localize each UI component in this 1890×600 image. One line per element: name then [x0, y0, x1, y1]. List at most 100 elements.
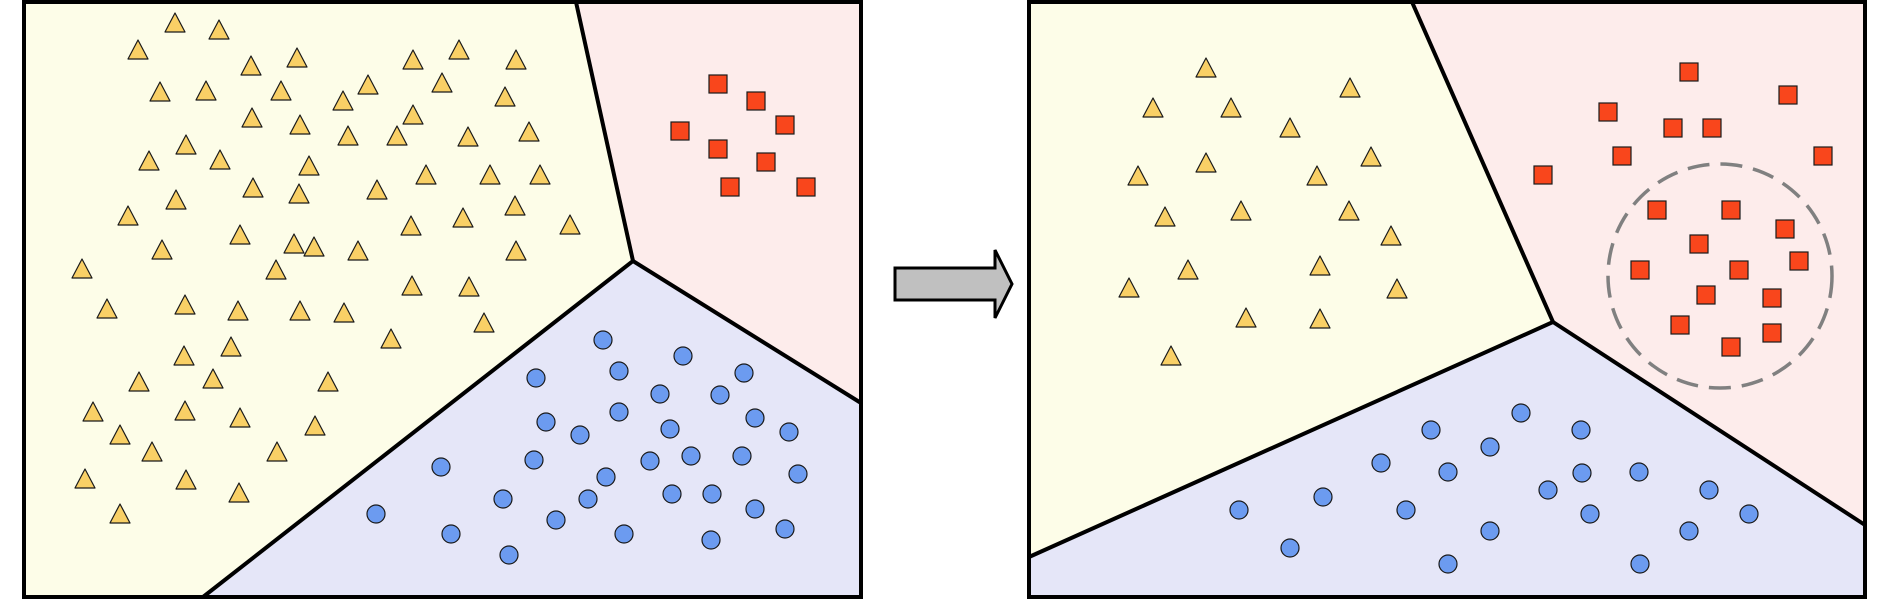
region-triangle-class: [24, 2, 633, 597]
triangle-marker: [402, 49, 424, 70]
triangle-marker: [117, 205, 139, 226]
triangle-marker: [504, 195, 526, 216]
triangle-marker: [288, 183, 310, 204]
circle-marker: [493, 489, 513, 509]
triangle-marker: [228, 482, 250, 503]
triangle-marker: [174, 400, 196, 421]
triangle-marker: [431, 72, 453, 93]
triangle-marker: [227, 300, 249, 321]
circle-marker: [1571, 420, 1591, 440]
square-marker: [1775, 219, 1795, 239]
triangle-marker: [173, 345, 195, 366]
square-marker: [1630, 260, 1650, 280]
square-marker: [1696, 285, 1716, 305]
circle-marker: [536, 412, 556, 432]
triangle-marker: [175, 134, 197, 155]
triangle-marker: [208, 19, 230, 40]
square-markers: [1533, 62, 1833, 357]
square-marker: [1778, 85, 1798, 105]
triangle-marker: [220, 336, 242, 357]
square-marker: [1679, 62, 1699, 82]
circle-marker: [1480, 521, 1500, 541]
square-marker: [796, 177, 816, 197]
triangle-marker: [317, 371, 339, 392]
triangle-markers: [71, 12, 581, 524]
square-markers: [670, 74, 816, 197]
triangle-marker: [242, 177, 264, 198]
circle-marker: [526, 368, 546, 388]
triangle-marker: [415, 164, 437, 185]
circle-marker: [570, 425, 590, 445]
circle-markers: [366, 330, 808, 565]
triangle-marker: [270, 80, 292, 101]
triangle-marker: [229, 224, 251, 245]
circle-marker: [524, 450, 544, 470]
triangle-marker: [109, 424, 131, 445]
triangle-marker: [229, 407, 251, 428]
circle-marker: [1438, 554, 1458, 574]
circle-marker: [1480, 437, 1500, 457]
circle-marker: [614, 524, 634, 544]
circle-marker: [1538, 480, 1558, 500]
triangle-marker: [1127, 165, 1149, 186]
triangle-marker: [82, 401, 104, 422]
circle-marker: [701, 530, 721, 550]
triangle-marker: [452, 207, 474, 228]
triangle-marker: [401, 275, 423, 296]
region-square-class: [576, 2, 861, 403]
triangle-marker: [494, 86, 516, 107]
triangle-marker: [1154, 206, 1176, 227]
circle-marker: [1438, 462, 1458, 482]
triangle-marker: [286, 47, 308, 68]
triangle-marker: [1195, 152, 1217, 173]
circle-marker: [681, 446, 701, 466]
triangle-marker: [74, 468, 96, 489]
circle-marker: [1629, 462, 1649, 482]
triangle-marker: [141, 441, 163, 462]
square-marker: [1789, 251, 1809, 271]
square-marker: [1729, 260, 1749, 280]
circle-marker: [662, 484, 682, 504]
circle-marker: [660, 419, 680, 439]
region-triangle-class: [1029, 2, 1553, 557]
circle-marker: [779, 422, 799, 442]
triangle-marker: [337, 125, 359, 146]
circle-marker: [593, 330, 613, 350]
square-marker: [670, 121, 690, 141]
triangle-marker: [151, 239, 173, 260]
triangle-marker: [202, 368, 224, 389]
square-marker: [1762, 323, 1782, 343]
right-arrow-icon: [893, 249, 1014, 319]
triangle-marker: [1235, 307, 1257, 328]
triangle-marker: [149, 81, 171, 102]
triangle-marker: [128, 371, 150, 392]
circle-marker: [499, 545, 519, 565]
circle-marker: [609, 361, 629, 381]
triangle-marker: [448, 39, 470, 60]
triangle-marker: [559, 214, 581, 235]
circle-marker: [1421, 420, 1441, 440]
triangle-marker: [298, 155, 320, 176]
circle-marker: [788, 464, 808, 484]
triangle-marker: [1380, 225, 1402, 246]
triangle-marker: [529, 164, 551, 185]
circle-marker: [1371, 453, 1391, 473]
triangle-marker: [289, 114, 311, 135]
circle-marker: [578, 489, 598, 509]
circle-marker: [431, 457, 451, 477]
square-marker: [1702, 118, 1722, 138]
triangle-marker: [366, 179, 388, 200]
triangle-marker: [518, 121, 540, 142]
triangle-marker: [1360, 146, 1382, 167]
triangle-marker: [1279, 117, 1301, 138]
triangle-marker: [400, 215, 422, 236]
triangle-marker: [174, 294, 196, 315]
triangle-marker: [1339, 77, 1361, 98]
triangle-marker: [1142, 97, 1164, 118]
square-marker: [708, 139, 728, 159]
triangle-marker: [96, 298, 118, 319]
square-marker: [1813, 146, 1833, 166]
panel-frame: [1027, 0, 1867, 599]
triangle-marker: [332, 90, 354, 111]
